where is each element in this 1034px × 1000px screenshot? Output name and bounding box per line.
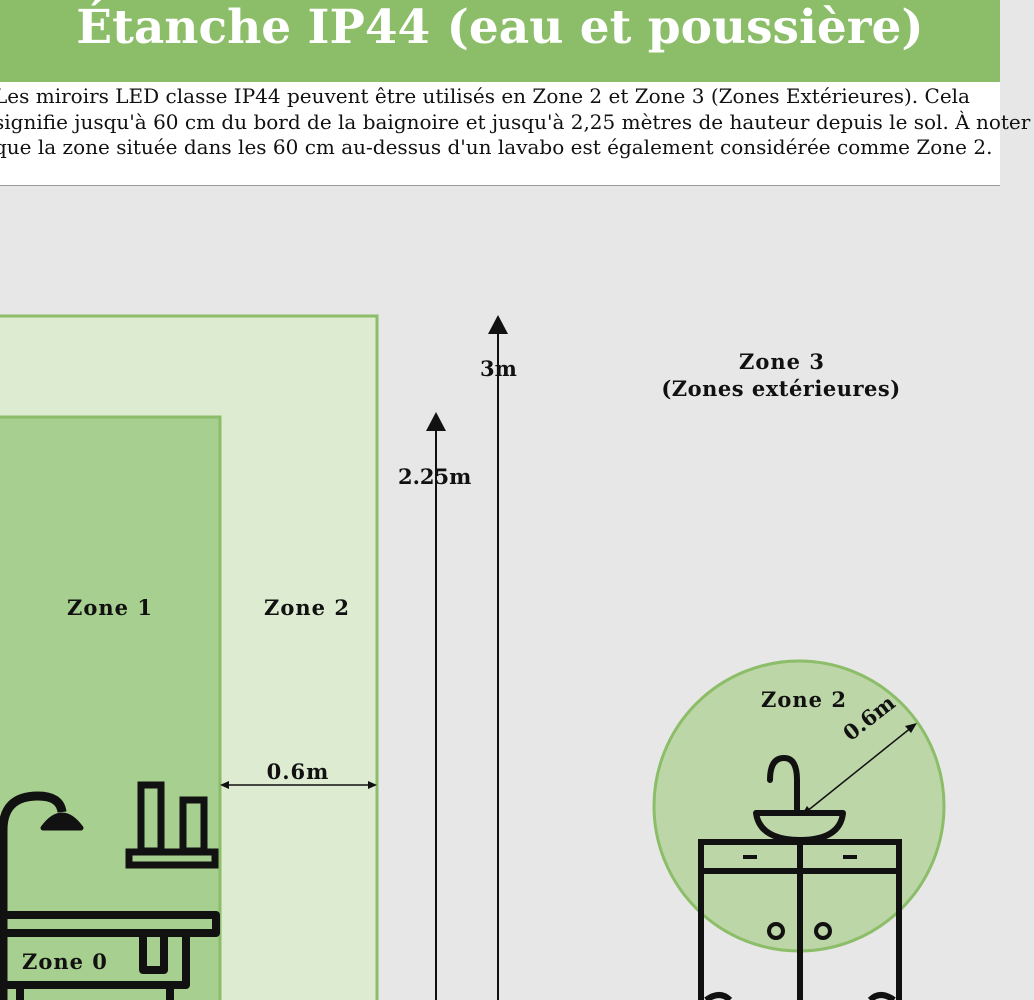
zone3-subtitle: (Zones extérieures) [661, 376, 901, 401]
zones-diagram [0, 314, 946, 1000]
bathtub-icon [0, 911, 220, 1000]
zone0-label: Zone 0 [22, 949, 108, 974]
width-dimension-label: 0.6m [266, 759, 330, 784]
vanity-cabinet-icon [698, 839, 902, 1000]
height-3m-arrow [488, 315, 508, 1000]
sink-zone2-label: Zone 2 [761, 687, 847, 712]
width-dimension-arrow [220, 781, 377, 789]
page-title: Étanche IP44 (eau et poussière) [76, 0, 924, 55]
zone1-label: Zone 1 [67, 595, 153, 620]
zone2-label: Zone 2 [264, 595, 350, 620]
intro-box: Les miroirs LED classe IP44 peuvent être… [0, 82, 1030, 186]
height-225-arrow [426, 412, 446, 1000]
height-225-label: 2.25m [398, 464, 472, 489]
zone1-region [0, 415, 222, 1000]
faucet-icon [767, 754, 800, 815]
shower-icon [0, 791, 84, 1000]
height-3m-label: 3m [480, 356, 517, 381]
header-banner: Étanche IP44 (eau et poussière) [0, 0, 1000, 82]
intro-text: Les miroirs LED classe IP44 peuvent être… [0, 84, 1031, 159]
zone3-title: Zone 3 [739, 349, 825, 374]
shelf-icon [125, 781, 219, 869]
